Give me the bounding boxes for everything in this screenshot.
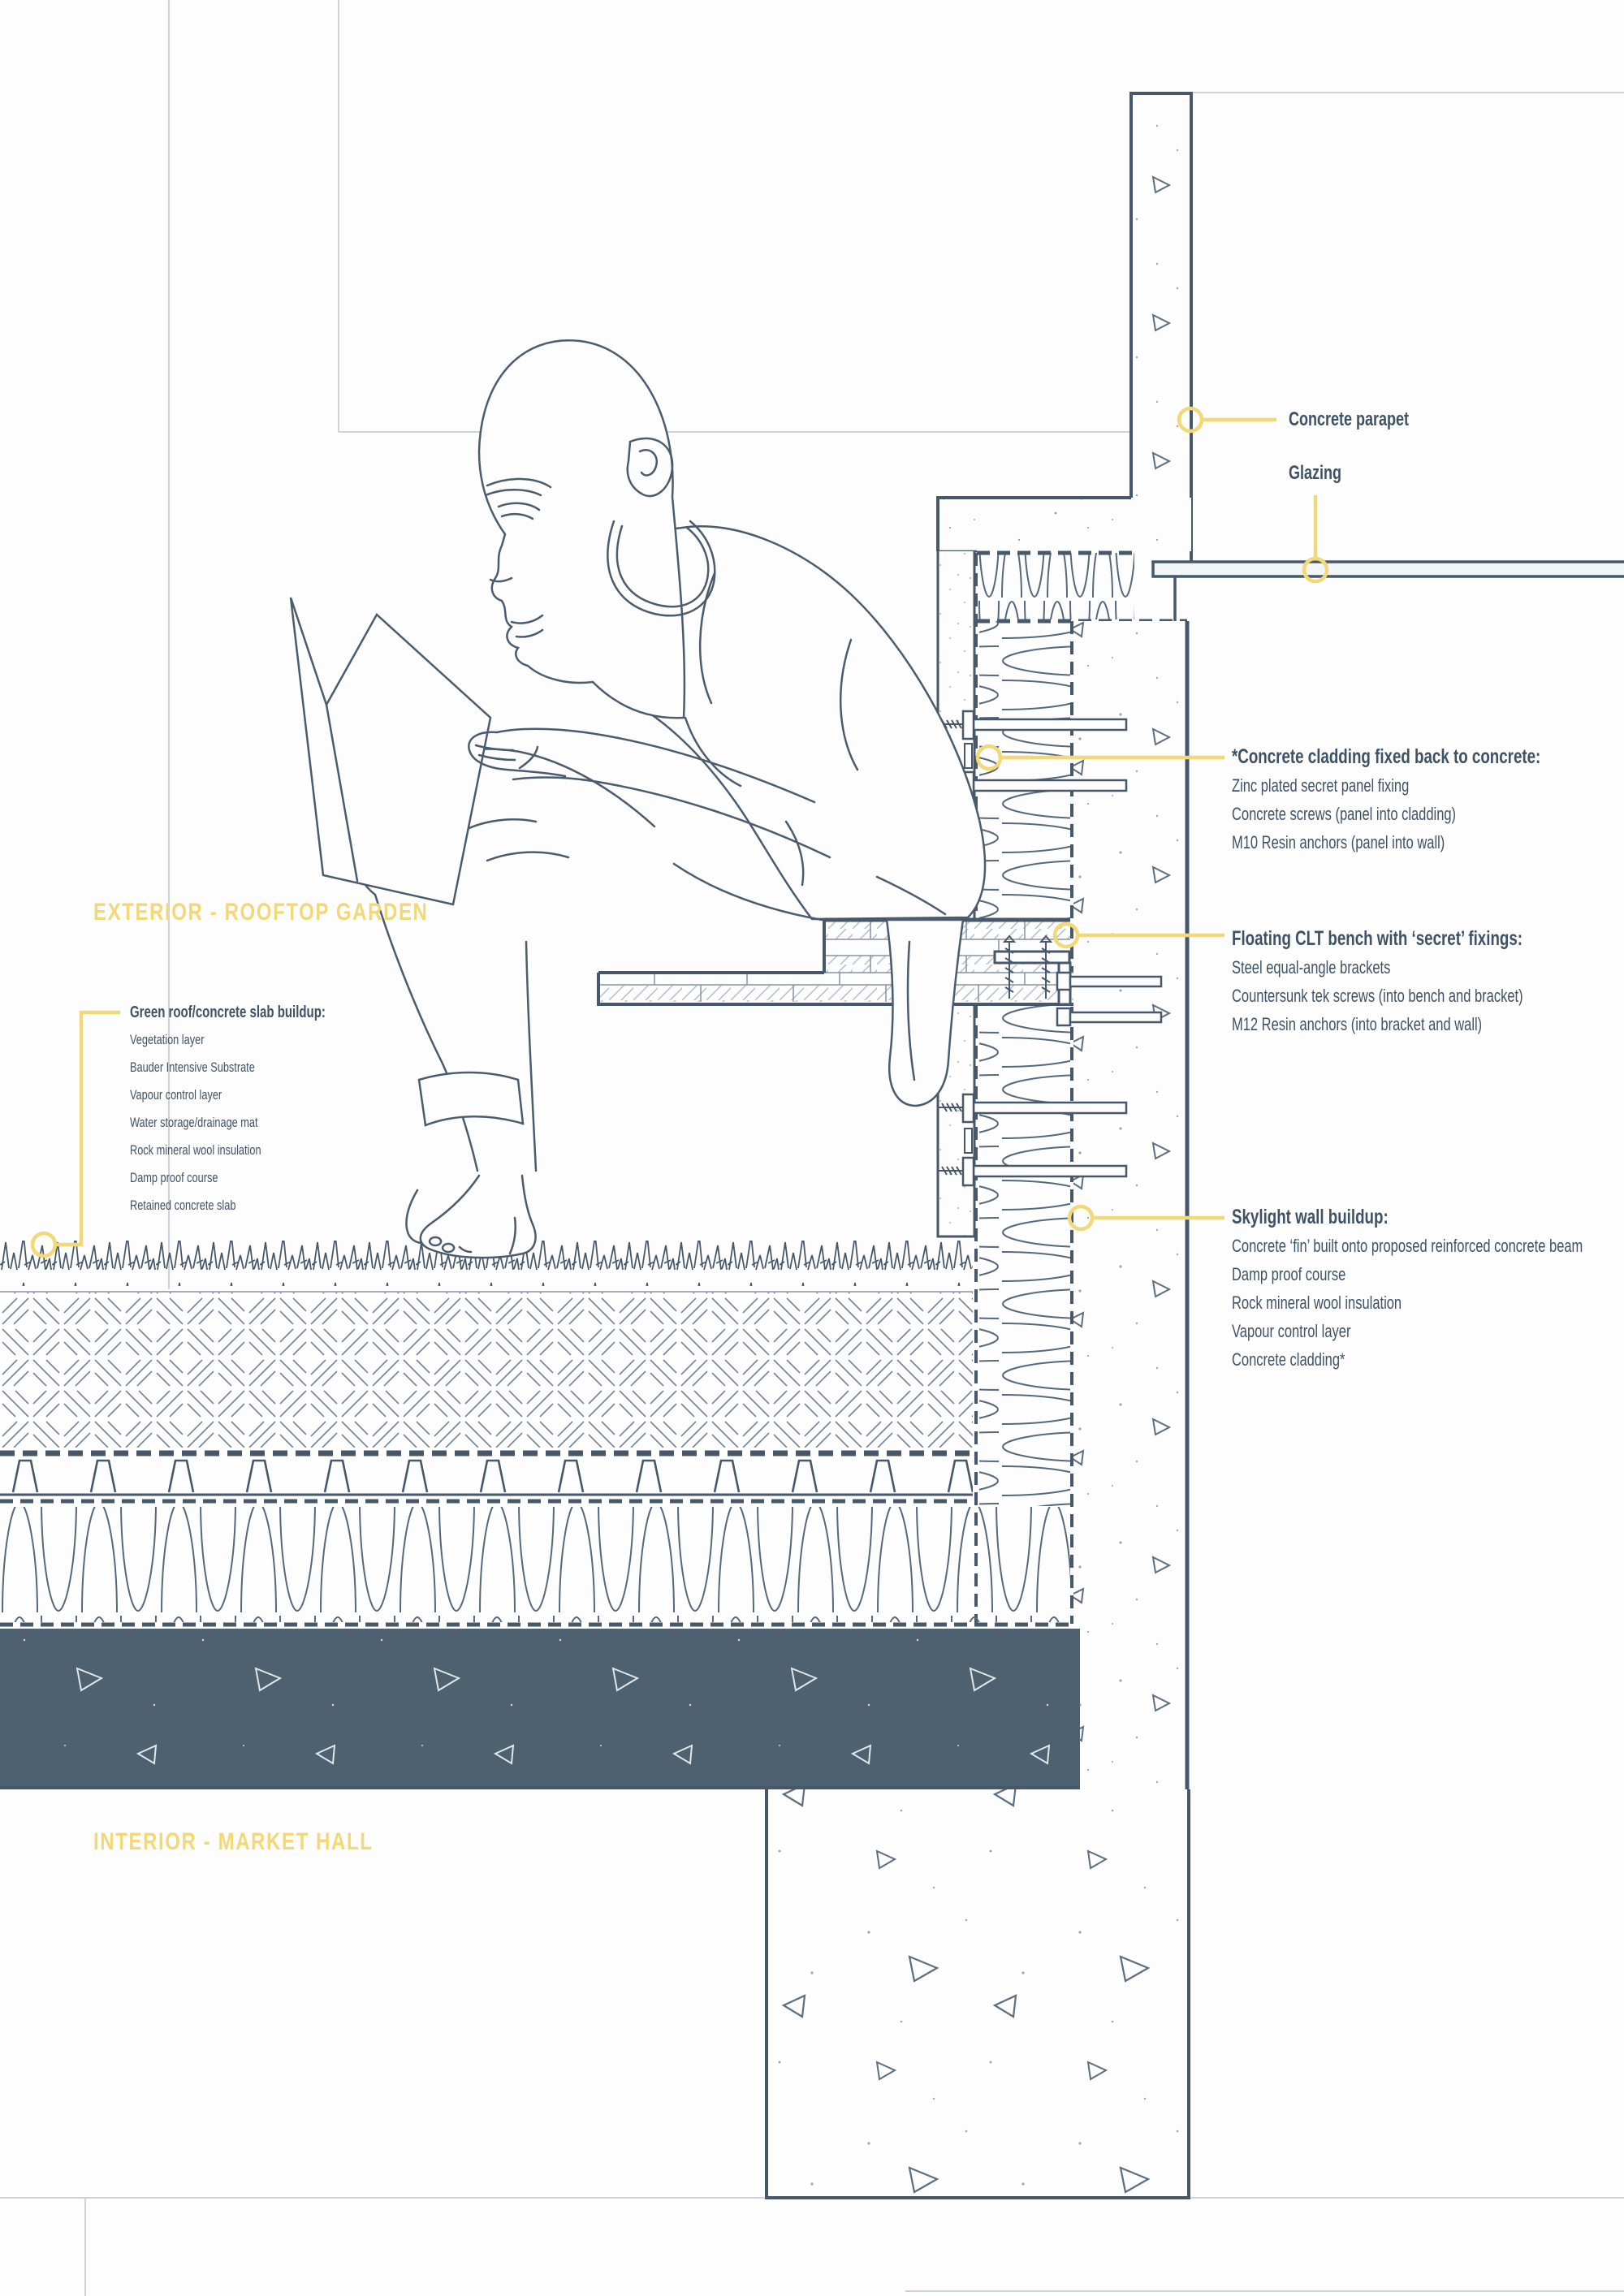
concrete-ledge (936, 496, 1191, 553)
bench-item: Countersunk tek screws (into bench and b… (1232, 986, 1523, 1006)
greenroof-item: Vapour control layer (130, 1087, 222, 1103)
resin-anchor-bolts (1056, 971, 1163, 1027)
skylight-item: Damp proof course (1232, 1264, 1346, 1284)
label-glazing: Glazing (1289, 462, 1342, 484)
label-block-bench: Floating CLT bench with ‘secret’ fixings… (1232, 925, 1523, 1038)
retained-concrete-slab (0, 1629, 1080, 1788)
figure-head (477, 339, 686, 719)
figure-ear (626, 437, 674, 498)
figure-trouser-cuff (417, 1071, 525, 1127)
bench-item: M12 Resin anchors (into bracket and wall… (1232, 1014, 1483, 1034)
tek-screws (1002, 934, 1053, 999)
figure-collar (607, 520, 716, 617)
leader-skylight (1067, 1204, 1224, 1232)
greenroof-item: Retained concrete slab (130, 1198, 236, 1213)
label-block-greenroof: Green roof/concrete slab buildup: Vegeta… (130, 999, 326, 1219)
figure-foot (419, 1174, 537, 1259)
figure-hand (468, 731, 567, 778)
label-block-cladding: *Concrete cladding fixed back to concret… (1232, 743, 1540, 857)
cladding-item: Zinc plated secret panel fixing (1232, 775, 1410, 796)
skylight-item: Concrete ‘fin’ built onto proposed reinf… (1232, 1236, 1583, 1256)
bench-title: Floating CLT bench with ‘secret’ fixings… (1232, 927, 1523, 950)
leader-lines (30, 406, 1329, 1258)
figure-arm (495, 727, 816, 804)
greenroof-title: Green roof/concrete slab buildup: (130, 1003, 326, 1021)
seated-person-reading (289, 339, 987, 1259)
skylight-item: Concrete cladding* (1232, 1349, 1345, 1370)
wall-concrete-fin (1073, 621, 1190, 1789)
skylight-item: Vapour control layer (1232, 1321, 1351, 1341)
substrate-layer (0, 1293, 973, 1448)
label-block-skylight: Skylight wall buildup: Concrete ‘fin’ bu… (1232, 1203, 1583, 1374)
cladding-item: M10 Resin anchors (panel into wall) (1232, 832, 1445, 852)
green-roof-buildup (0, 1241, 1080, 1789)
roof-mineral-wool (0, 1507, 1070, 1622)
leader-bench (1052, 921, 1224, 949)
skylight-item: Rock mineral wool insulation (1232, 1293, 1402, 1313)
bench-item: Steel equal-angle brackets (1232, 957, 1391, 978)
greenroof-item: Bauder Intensive Substrate (130, 1060, 255, 1075)
zone-label-exterior: EXTERIOR - ROOFTOP GARDEN (93, 899, 429, 926)
skylight-title: Skylight wall buildup: (1232, 1206, 1389, 1228)
cladding-item: Concrete screws (panel into cladding) (1232, 804, 1457, 824)
greenroof-item: Vegetation layer (130, 1032, 205, 1047)
greenroof-item: Damp proof course (130, 1170, 218, 1185)
reinforced-concrete-beam (765, 1789, 1190, 2199)
cladding-title: *Concrete cladding fixed back to concret… (1232, 745, 1541, 768)
drainage-mat (0, 1459, 973, 1495)
figure-shin (374, 893, 479, 1172)
label-concrete-parapet: Concrete parapet (1289, 408, 1410, 430)
zone-label-interior: INTERIOR - MARKET HALL (93, 1828, 374, 1855)
leader-cladding (975, 744, 1224, 771)
panel-fixing-lower (939, 1093, 1128, 1187)
leader-parapet (1177, 406, 1276, 434)
figure-trouser-drape (885, 918, 965, 1107)
clt-bench (597, 917, 1163, 1027)
figure-paper (289, 597, 492, 906)
leader-glazing (1302, 495, 1329, 584)
glazing-panel (1151, 560, 1624, 621)
concrete-parapet (1129, 92, 1193, 562)
wall-mineral-wool (979, 621, 1070, 1506)
greenroof-item: Water storage/drainage mat (130, 1115, 258, 1130)
leader-greenroof (30, 1010, 120, 1258)
greenroof-item: Rock mineral wool insulation (130, 1142, 261, 1158)
